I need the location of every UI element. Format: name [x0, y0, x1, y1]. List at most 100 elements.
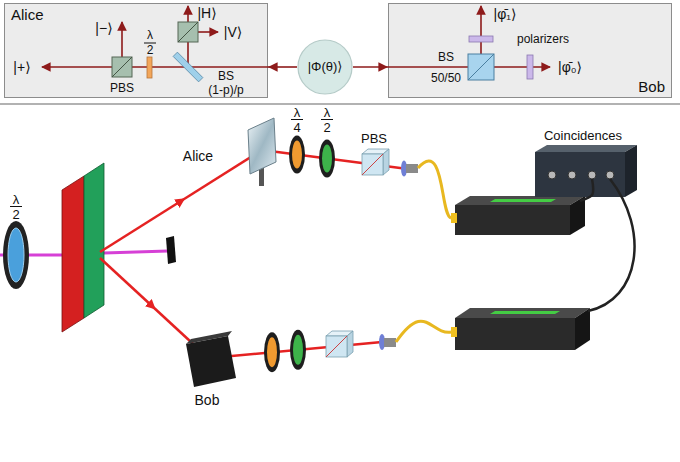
component-label: BS: [218, 70, 234, 82]
pbs-diagonal: [178, 22, 198, 42]
detector-stripe: [490, 199, 556, 202]
fraction-part: λ: [147, 29, 153, 41]
fraction-part: λ: [13, 193, 20, 206]
fraction-part: λ: [324, 106, 331, 119]
fraction-part: λ: [294, 106, 301, 119]
pbs-cube: [178, 22, 198, 42]
ket-label: |+⟩: [13, 60, 30, 74]
ket-label: |V⟩: [224, 25, 242, 39]
component-label: BS: [218, 70, 234, 82]
polarizer: [527, 55, 533, 79]
waveplate: [322, 145, 332, 173]
photon-beam: [100, 150, 262, 252]
arm-label: Bob: [195, 393, 220, 407]
crystal: [62, 176, 84, 332]
beam-arrow: [353, 66, 388, 68]
fraction-part: 4: [293, 121, 300, 134]
fraction-part: 2: [12, 208, 19, 221]
detector: [575, 308, 590, 350]
fraction-part: 2: [323, 121, 330, 134]
bnc-connector: [606, 171, 614, 179]
arm-label: Bob: [195, 393, 220, 407]
pbs-cube: [347, 331, 353, 357]
component-label: polarizers: [517, 33, 569, 45]
circle-shape: [298, 40, 352, 94]
detector: [455, 308, 590, 318]
detector: [455, 205, 570, 235]
device-label: Coincidences: [544, 129, 622, 142]
beam-line: [42, 66, 268, 68]
device-label: Coincidences: [544, 129, 622, 142]
waveplate-mount: [290, 330, 306, 370]
waveplate: [267, 337, 277, 367]
signal-cable: [588, 179, 635, 311]
component-label: polarizers: [517, 33, 569, 45]
ratio-label: (1-p)/p: [208, 84, 243, 96]
lab-panel: Bob: [388, 3, 672, 98]
fraction-part: λ: [294, 106, 301, 119]
ket-label: |H⟩: [197, 6, 216, 20]
separator-line: [0, 103, 680, 104]
component-label: PBS: [361, 132, 387, 145]
crystal: [84, 163, 104, 318]
ket-label: |+⟩: [13, 60, 30, 74]
ket-label: |−⟩: [95, 21, 112, 35]
pbs-cube: [112, 57, 132, 77]
ket-label: |−⟩: [95, 21, 112, 35]
node-title: Bob: [638, 78, 665, 95]
ratio-label: 50/50: [431, 72, 461, 84]
beam-line: [480, 6, 482, 54]
waveplate-mount: [319, 140, 335, 178]
waveplate: [292, 141, 302, 169]
fraction-part: 2: [323, 121, 330, 134]
ket-label: |φ̄₁⟩: [494, 7, 517, 21]
fiber-port: [451, 327, 457, 337]
polarizer: [469, 36, 493, 42]
beam-line: [198, 31, 218, 33]
beam-block: [166, 236, 176, 264]
node-title: Alice: [11, 6, 44, 23]
node-title: |Φ(θ)⟩: [308, 60, 343, 75]
beam-splitter: [173, 52, 203, 82]
pbs-diagonal: [362, 154, 383, 175]
component-label: PBS: [361, 132, 387, 145]
bs-diagonal: [468, 54, 494, 80]
pump-beam: [104, 251, 168, 253]
optical-fiber: [396, 321, 451, 342]
waveplate: [8, 228, 24, 282]
coincidence-box: [625, 145, 637, 197]
pbs-diagonal: [112, 57, 132, 77]
arm-label: Alice: [183, 149, 213, 163]
coincidence-box: [535, 152, 625, 197]
fraction-part: λ: [147, 29, 153, 41]
ratio-label: (1-p)/p: [208, 84, 243, 96]
component-label: PBS: [110, 82, 134, 94]
component-label: PBS: [110, 82, 134, 94]
detector: [455, 196, 585, 205]
bs-cube: [468, 54, 494, 80]
bnc-connector: [548, 171, 556, 179]
pbs-diagonal: [326, 336, 347, 357]
waveplate: [293, 335, 303, 365]
component-label: BS: [438, 51, 454, 63]
fraction-part: 2: [12, 208, 19, 221]
pbs-cube: [362, 154, 383, 175]
arm-label: Alice: [183, 149, 213, 163]
bnc-connector: [588, 171, 596, 179]
waveplate-mount: [264, 332, 280, 372]
ket-label: |H⟩: [197, 6, 216, 20]
mirror-post: [259, 168, 264, 186]
state-circle: |Φ(θ)⟩: [297, 39, 353, 95]
fraction-part: λ: [324, 106, 331, 119]
fraction-part: 4: [293, 121, 300, 134]
photon-beam: [100, 258, 204, 354]
waveplate-mount: [3, 221, 29, 289]
mirror: [248, 118, 276, 174]
fraction-part: 2: [147, 44, 154, 56]
detector-stripe: [490, 311, 560, 314]
detector: [455, 318, 575, 350]
ket-label: |φ̄₀⟩: [558, 60, 582, 74]
ket-label: |φ̄₀⟩: [558, 60, 582, 74]
pbs-cube: [383, 149, 389, 175]
waveplate-mount: [289, 136, 305, 174]
